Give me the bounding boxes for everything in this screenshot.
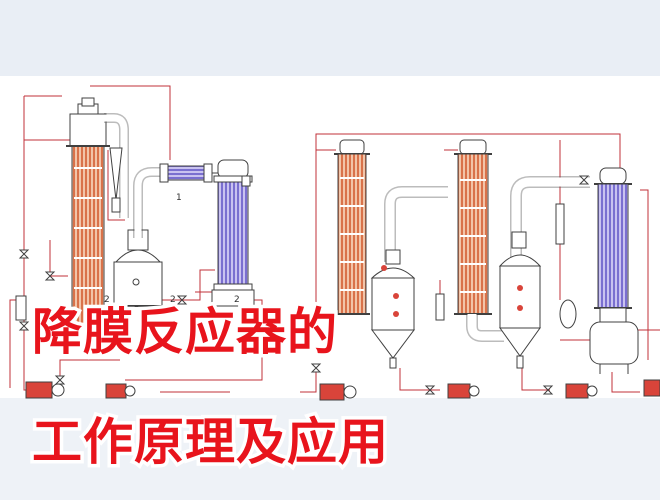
right-valves (310, 175, 590, 395)
diagram-label: 2 (170, 295, 176, 305)
left-tall-column (66, 97, 110, 327)
diagram-label: 2 (234, 295, 240, 305)
right-system (300, 133, 660, 401)
diagram-label: 2 (104, 295, 110, 305)
left-separator (113, 229, 163, 307)
diagram-label: 1 (176, 193, 182, 203)
right-separator-2 (498, 231, 542, 369)
title-line-2: 工作原理及应用 (29, 411, 392, 474)
right-separator-1 (370, 249, 416, 369)
left-vertical-condenser (211, 159, 255, 307)
right-column-1 (334, 139, 370, 315)
right-column-2 (454, 139, 492, 315)
right-column-3 (594, 167, 632, 323)
left-system (9, 85, 263, 399)
diagram-band (0, 76, 660, 398)
left-pumps (25, 381, 136, 399)
top-band (0, 0, 660, 76)
right-pumps (319, 379, 660, 401)
bottom-band (0, 398, 660, 500)
diagram-labels: 1 2 2 2 (104, 193, 240, 305)
left-valves (15, 249, 188, 385)
title-line-1: 降膜反应器的 (29, 301, 341, 364)
right-receiver-tank (559, 299, 639, 374)
